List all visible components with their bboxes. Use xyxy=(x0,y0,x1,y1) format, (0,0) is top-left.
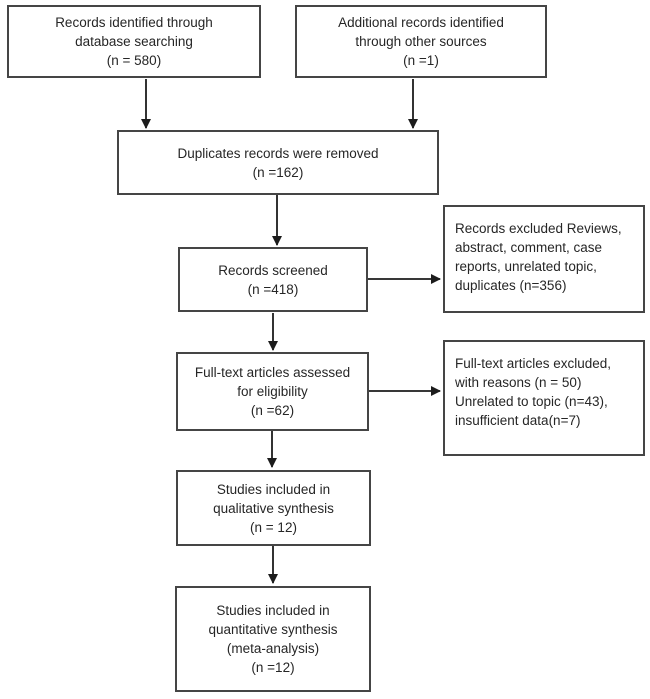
box-text-line: (n =12) xyxy=(251,660,295,675)
box-records-screened: Records screened (n =418) xyxy=(178,247,368,312)
box-fulltext-assessed: Full-text articles assessed for eligibil… xyxy=(176,352,369,431)
box-quantitative-synthesis: Studies included in quantitative synthes… xyxy=(175,586,371,692)
box-text-line: Records screened xyxy=(218,262,328,278)
box-text-line: (n =418) xyxy=(247,281,299,297)
box-text-line: (n =62) xyxy=(250,403,295,418)
box-text-line: Records identified through xyxy=(55,15,213,30)
box-text-line: abstract, comment, case xyxy=(455,240,603,255)
box-additional-records: Additional records identified through ot… xyxy=(295,5,547,78)
box-duplicates-removed: Duplicates records were removed (n =162) xyxy=(117,130,439,195)
box-text-line: (n = 12) xyxy=(250,519,297,535)
box-text-line: Duplicates records were removed xyxy=(177,145,379,161)
box-text-line: (n =1) xyxy=(403,53,439,68)
box-fulltext-excluded: Full-text articles excluded, with reason… xyxy=(443,340,645,456)
box-records-identified-database: Records identified through database sear… xyxy=(7,5,261,78)
box-text-line: Unrelated to topic (n=43), xyxy=(455,394,608,409)
box-text-line: Studies included in xyxy=(216,481,331,497)
box-text-line: with reasons (n = 50) xyxy=(455,375,582,390)
box-records-excluded: Records excluded Reviews, abstract, comm… xyxy=(443,205,645,313)
box-text-line: qualitative synthesis xyxy=(213,500,334,516)
box-text-line: quantitative synthesis xyxy=(208,622,338,637)
box-text-line: Records excluded Reviews, xyxy=(455,221,622,236)
box-text-line: for eligibility xyxy=(237,384,308,399)
box-text-line: duplicates (n=356) xyxy=(455,278,567,293)
box-text-line: database searching xyxy=(75,34,193,49)
box-text-line: Full-text articles excluded, xyxy=(455,356,612,371)
box-text-line: (n =162) xyxy=(252,164,304,180)
box-qualitative-synthesis: Studies included in qualitative synthesi… xyxy=(176,470,371,546)
box-text-line: (n = 580) xyxy=(106,53,162,68)
box-text-line: through other sources xyxy=(355,34,487,49)
box-text-line: Full-text articles assessed xyxy=(194,365,351,380)
box-text-line: Additional records identified xyxy=(338,15,504,30)
box-text-line: insufficient data(n=7) xyxy=(455,413,581,428)
box-text-line: (meta-analysis) xyxy=(226,641,320,656)
box-text-line: Studies included in xyxy=(216,603,330,618)
box-text-line: reports, unrelated topic, xyxy=(455,259,597,274)
